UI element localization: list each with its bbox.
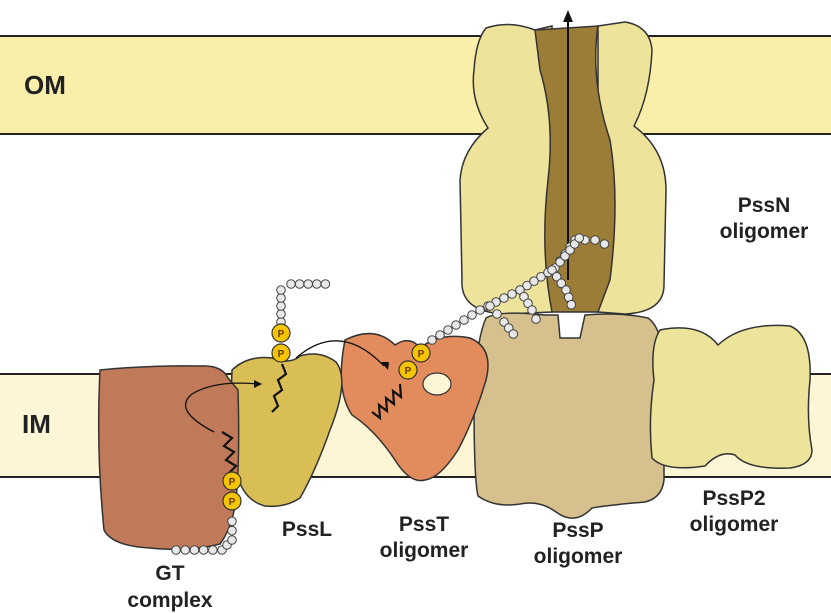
sugar-bead (600, 240, 609, 249)
sugar-bead (486, 302, 495, 311)
pssn-label-line1: PssN (738, 194, 791, 217)
phosphate-gt-1: P (223, 472, 241, 490)
gt-complex-label-line2: complex (127, 589, 213, 612)
phosphate-label: P (418, 349, 425, 360)
phosphate-label: P (229, 497, 236, 508)
sugar-bead (277, 294, 286, 303)
pssn-oligomer (460, 10, 666, 314)
sugar-bead (304, 280, 313, 289)
sugar-bead (209, 546, 218, 555)
outer-membrane (0, 36, 831, 134)
sugar-bead (277, 310, 286, 319)
gt-complex (99, 366, 262, 549)
psst-label-line2: oligomer (380, 539, 469, 562)
pssl-sugar-chain (277, 280, 330, 327)
sugar-bead (460, 316, 469, 325)
sugar-bead (228, 526, 237, 535)
sugar-bead (428, 336, 437, 345)
om-label: OM (24, 70, 66, 100)
phosphate-psst-1: P (412, 344, 430, 362)
outer-membrane-band (0, 36, 831, 134)
sugar-bead (509, 330, 518, 339)
sugar-bead (277, 286, 286, 295)
sugar-bead (228, 517, 237, 526)
pssp2-body (650, 325, 812, 468)
pssp-label-line2: oligomer (534, 545, 623, 568)
pssp2-label-line1: PssP2 (702, 487, 765, 510)
pssp2-oligomer (650, 325, 812, 468)
export-arrow-head (563, 10, 573, 22)
sugar-bead (575, 234, 584, 243)
phosphate-pssl-2: P (272, 344, 290, 362)
gt-complex-label-line1: GT (155, 562, 184, 585)
phosphate-psst-2: P (399, 361, 417, 379)
pssl-protein (232, 354, 342, 506)
sugar-bead (228, 536, 237, 545)
pssl-label: PssL (282, 518, 332, 541)
sugar-bead (528, 306, 537, 315)
phosphate-pssl-1: P (272, 324, 290, 342)
sugar-bead (508, 290, 517, 299)
sugar-bead (190, 546, 199, 555)
psst-pocket (423, 373, 451, 395)
sugar-bead (452, 321, 461, 330)
pssl-body (232, 354, 342, 506)
sugar-bead (321, 280, 330, 289)
sugar-bead (287, 280, 296, 289)
gt-complex-body (99, 366, 239, 549)
sugar-bead (476, 306, 485, 315)
sugar-bead (468, 311, 477, 320)
sugar-bead (313, 280, 322, 289)
pssn-left-half (460, 24, 552, 314)
pssp-body (474, 313, 664, 518)
phosphate-label: P (405, 366, 412, 377)
phosphate-label: P (278, 349, 285, 360)
sugar-bead (444, 326, 453, 335)
pssn-label-line2: oligomer (720, 220, 809, 243)
psst-label-line1: PssT (399, 513, 449, 536)
phosphate-label: P (229, 477, 236, 488)
sugar-bead (181, 546, 190, 555)
sugar-bead (436, 331, 445, 340)
sugar-bead (295, 280, 304, 289)
im-label: IM (22, 409, 51, 439)
pssp-label-line1: PssP (552, 519, 603, 542)
sugar-bead (277, 302, 286, 311)
phosphate-label: P (278, 329, 285, 340)
sugar-bead (500, 294, 509, 303)
sugar-bead (591, 236, 600, 245)
sugar-bead (172, 546, 181, 555)
sugar-bead (199, 546, 208, 555)
pssp-oligomer (474, 313, 664, 518)
sugar-bead (567, 300, 576, 309)
phosphate-gt-2: P (223, 492, 241, 510)
sugar-bead (532, 315, 541, 324)
sugar-bead (493, 310, 502, 319)
pssp2-label-line2: oligomer (690, 513, 779, 536)
